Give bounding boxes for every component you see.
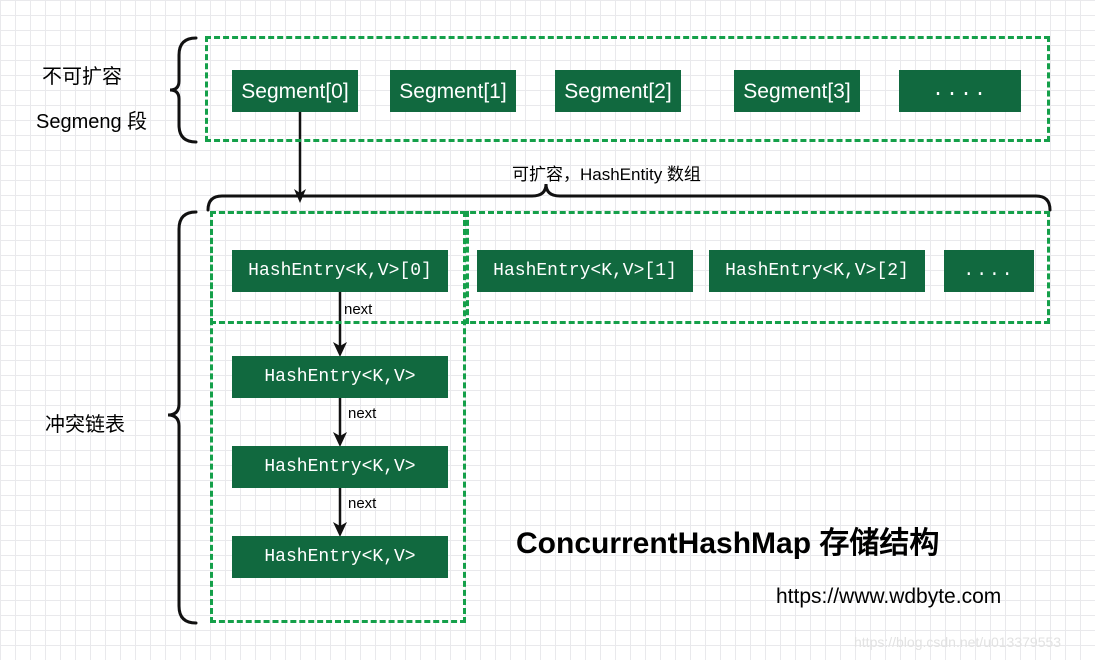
segment-group-brace: [169, 36, 198, 144]
segment-box-ellipsis-label: ....: [931, 79, 988, 102]
chain-node-0-label: HashEntry<K,V>: [264, 367, 416, 387]
segment-box-ellipsis[interactable]: ....: [899, 70, 1021, 112]
segment-box-1-label: Segment[1]: [399, 79, 507, 103]
chain-node-1[interactable]: HashEntry<K,V>: [232, 446, 448, 488]
segment-group-label-line1: 不可扩容: [42, 66, 122, 88]
chain-node-2[interactable]: HashEntry<K,V>: [232, 536, 448, 578]
diagram-title: ConcurrentHashMap 存储结构: [516, 527, 940, 560]
segment-box-2[interactable]: Segment[2]: [555, 70, 681, 112]
array-group-brace: [206, 183, 1052, 212]
hashentry-slot-divider: [466, 211, 469, 324]
segment-group-label-line2: Segmeng 段: [36, 111, 148, 133]
chain-group-label: 冲突链表: [45, 414, 125, 436]
csdn-watermark: https://blog.csdn.net/u013379553: [854, 634, 1062, 650]
hashentry-box-2[interactable]: HashEntry<K,V>[2]: [709, 250, 925, 292]
hashentry-box-ellipsis[interactable]: ....: [944, 250, 1034, 292]
hashentry-box-0-label: HashEntry<K,V>[0]: [248, 261, 432, 281]
site-url: https://www.wdbyte.com: [776, 585, 1002, 608]
chain-group-brace: [167, 210, 198, 625]
chain-region: [210, 211, 466, 623]
hashentry-box-1-label: HashEntry<K,V>[1]: [493, 261, 677, 281]
hashentry-box-0[interactable]: HashEntry<K,V>[0]: [232, 250, 448, 292]
chain-node-0[interactable]: HashEntry<K,V>: [232, 356, 448, 398]
segment-box-0-label: Segment[0]: [241, 79, 349, 103]
segment-box-1[interactable]: Segment[1]: [390, 70, 516, 112]
hashentry-box-ellipsis-label: ....: [963, 261, 1015, 281]
next-label-1: next: [344, 301, 373, 318]
segment-box-0[interactable]: Segment[0]: [232, 70, 358, 112]
next-label-2: next: [348, 405, 377, 422]
segment-to-array-arrowhead: [294, 189, 306, 203]
segment-array-region: [205, 36, 1050, 142]
array-caption-label: 可扩容，HashEntity 数组: [512, 165, 701, 184]
hashentry-box-2-label: HashEntry<K,V>[2]: [725, 261, 909, 281]
segment-box-2-label: Segment[2]: [564, 79, 672, 103]
hashentry-box-1[interactable]: HashEntry<K,V>[1]: [477, 250, 693, 292]
next-label-3: next: [348, 495, 377, 512]
chain-node-1-label: HashEntry<K,V>: [264, 457, 416, 477]
segment-box-3-label: Segment[3]: [743, 79, 851, 103]
segment-box-3[interactable]: Segment[3]: [734, 70, 860, 112]
chain-node-2-label: HashEntry<K,V>: [264, 547, 416, 567]
